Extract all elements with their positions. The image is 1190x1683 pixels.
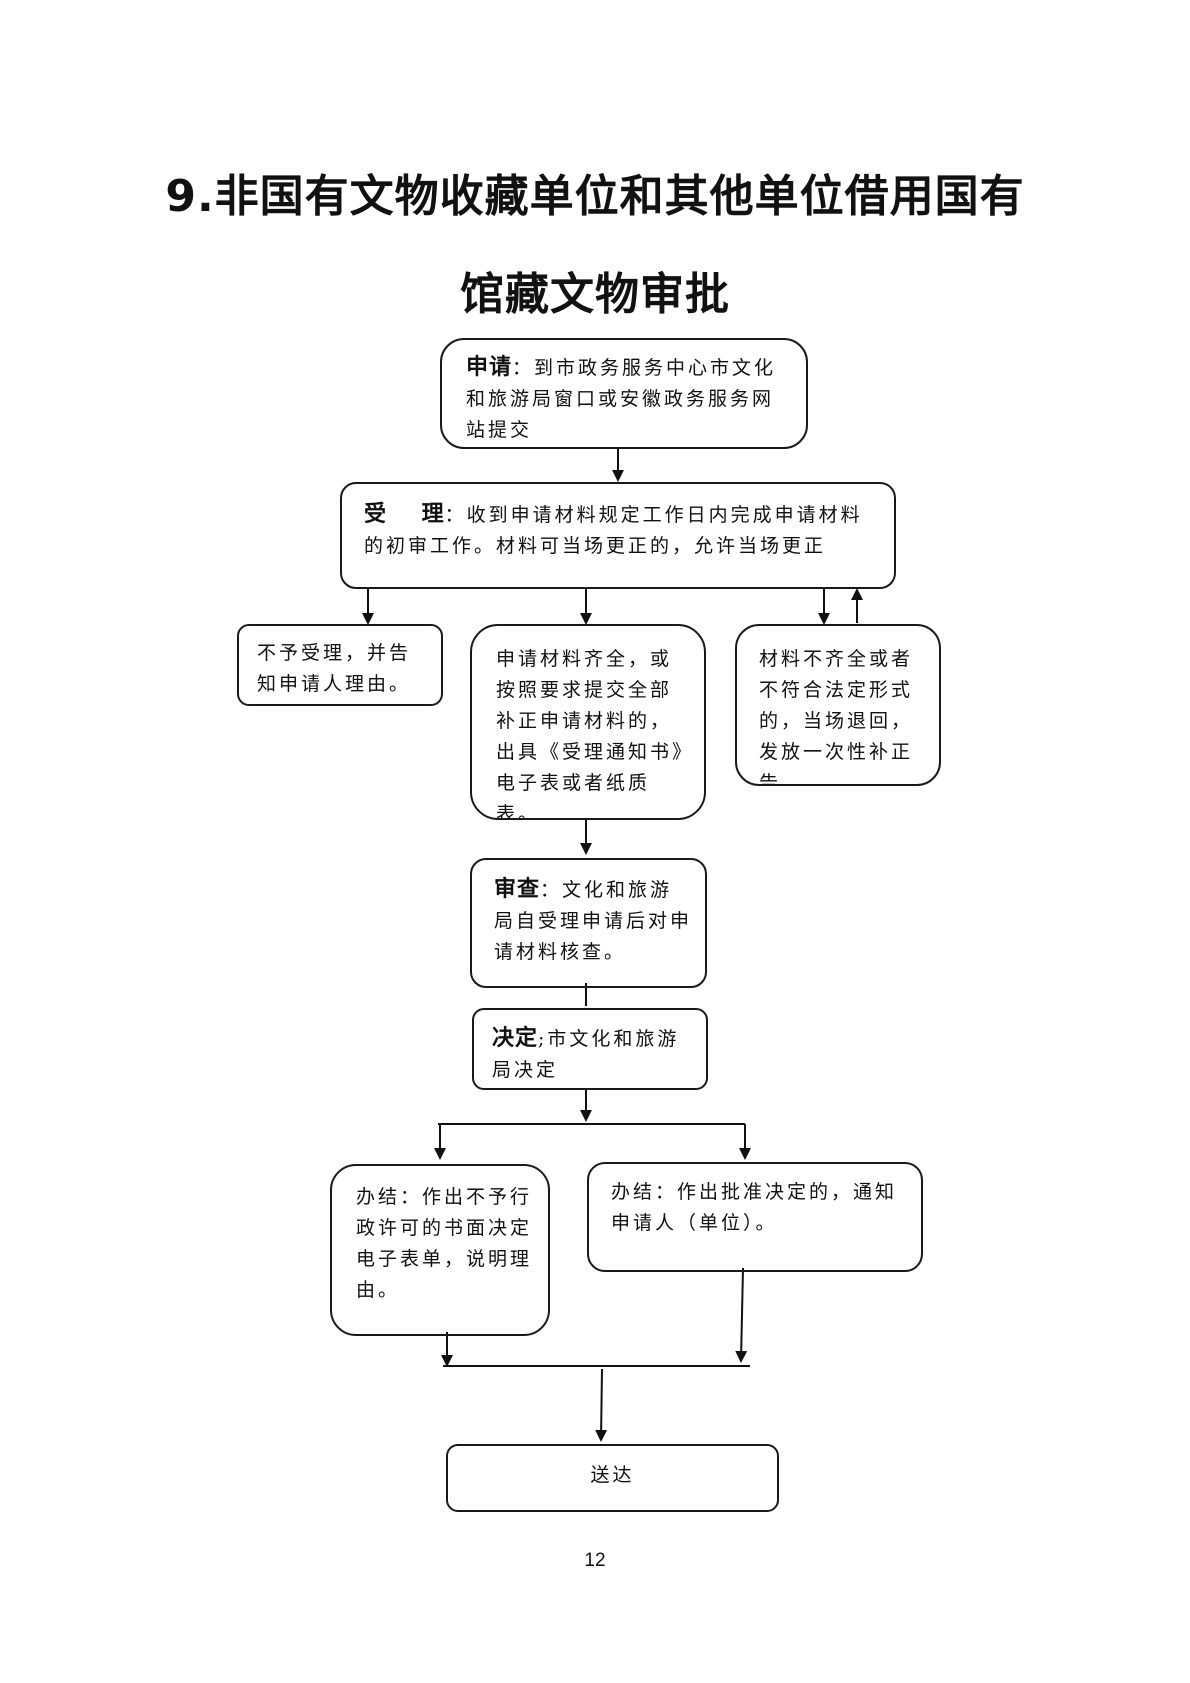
deny-box: 办结：作出不予行政许可的书面决定电子表单，说明理由。: [330, 1164, 550, 1336]
reject-text: 不予受理，并告知申请人理由。: [257, 642, 412, 695]
review-label: 审查: [494, 877, 541, 902]
approve-box: 办结：作出批准决定的，通知申请人（单位）。: [587, 1162, 923, 1272]
approve-text: 办结：作出批准决定的，通知申请人（单位）。: [611, 1181, 898, 1234]
review-text: ：文化和旅游局自受理申请后对申请材料核查。: [494, 879, 693, 963]
page-title-line-1: 9.非国有文物收藏单位和其他单位借用国有: [165, 171, 1025, 222]
deny-text: 办结：作出不予行政许可的书面决定电子表单，说明理由。: [356, 1186, 533, 1301]
arrow-merge-to-deliver: [595, 1368, 608, 1442]
apply-text: ：到市政务服务中心市文化和旅游局窗口或安徽政务服务网站提交: [466, 357, 777, 441]
incomplete-text: 材料不齐全或者不符合法定形式的，当场退回，发放一次性补正告: [759, 648, 914, 786]
deliver-box: 送达: [446, 1444, 779, 1512]
review-box: 审查：文化和旅游局自受理申请后对申请材料核查。: [470, 858, 707, 988]
incomplete-box: 材料不齐全或者不符合法定形式的，当场退回，发放一次性补正告: [735, 624, 941, 786]
accept-label: 受 理: [364, 502, 445, 527]
reject-box: 不予受理，并告知申请人理由。: [237, 624, 443, 706]
decide-label: 决定: [492, 1026, 539, 1051]
complete-box: 申请材料齐全，或按照要求提交全部补正申请材料的，出具《受理通知书》电子表或者纸质…: [470, 624, 706, 820]
accept-text: ：收到申请材料规定工作日内完成申请材料的初审工作。材料可当场更正的，允许当场更正: [364, 504, 863, 557]
apply-box: 申请：到市政务服务中心市文化和旅游局窗口或安徽政务服务网站提交: [440, 338, 808, 449]
arrow-approve-to-merge: [735, 1267, 748, 1363]
page-title-line-2: 馆藏文物审批: [460, 269, 730, 320]
decide-box: 决定;市文化和旅游局决定: [472, 1008, 708, 1090]
complete-text: 申请材料齐全，或按照要求提交全部补正申请材料的，出具《受理通知书》电子表或者纸质…: [496, 648, 685, 820]
page-number: 12: [584, 1550, 606, 1571]
decide-text: ;市文化和旅游局决定: [492, 1028, 680, 1081]
apply-label: 申请: [466, 355, 513, 380]
deliver-text: 送达: [590, 1464, 635, 1486]
accept-box: 受 理：收到申请材料规定工作日内完成申请材料的初审工作。材料可当场更正的，允许当…: [340, 482, 896, 589]
